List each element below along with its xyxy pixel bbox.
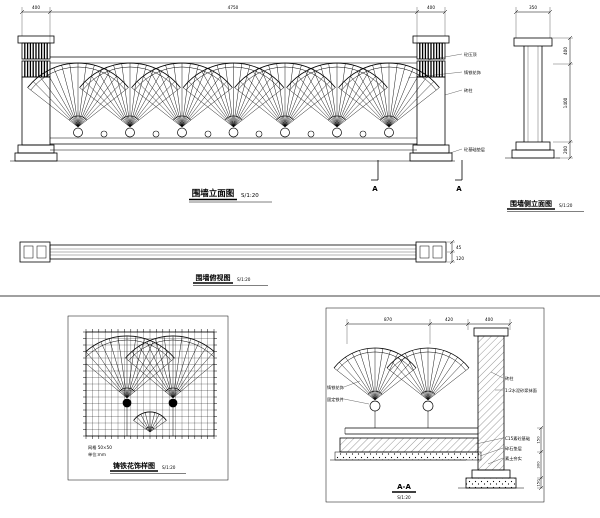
view-scale: S/1:20	[241, 193, 259, 199]
annotation-label: C15素砼基础	[505, 435, 530, 442]
dim-label: 870	[384, 317, 392, 322]
section-right-annotations: 砖柱 1:2水泥砂浆抹面 C15素砼基础 碎石垫层 素土夯实	[475, 371, 537, 465]
section-top-dimension: 870 420 400	[344, 317, 513, 344]
front-annotations: 砼压顶 铸铁花饰 砖柱 砼基础垫层	[407, 51, 485, 154]
dim-label: 400	[563, 47, 568, 55]
side-elevation-view: 350 400 1400 200 围墙侧立面图	[505, 5, 584, 212]
front-top-dimension: 400 4750 400	[19, 5, 448, 43]
dim-label: 150	[536, 479, 541, 487]
section-aa-view: 870 420 400 铸铁花饰	[325, 307, 545, 503]
section-marker-a: A	[456, 185, 462, 193]
view-title: 铸铁花饰样图	[113, 461, 155, 470]
dim-label: 120	[456, 256, 464, 261]
dim-label: 400	[427, 5, 435, 10]
dim-label: 350	[529, 5, 537, 10]
section-fans	[333, 347, 470, 428]
dim-label: 200	[563, 146, 568, 154]
section-right-dimension: 150 300 150	[536, 425, 544, 491]
annotation-label: 固定铁件	[327, 396, 344, 403]
dim-label: 400	[485, 317, 493, 322]
detail-note: 网格 50×50	[88, 444, 112, 451]
detail-fans	[86, 335, 214, 436]
dim-label: 4750	[228, 5, 239, 10]
right-pillar	[409, 35, 453, 162]
side-right-dimension: 400 1400 200	[553, 35, 573, 161]
dim-label: 420	[445, 317, 453, 322]
view-title: 围墙侧立面图	[510, 199, 552, 208]
plan-right-dimension: 45 120	[447, 239, 464, 265]
front-elevation-view: 400 4750 400	[10, 5, 485, 203]
view-scale: S/1:20	[162, 465, 176, 470]
view-scale: S/1:20	[397, 495, 411, 500]
plan-title-block: 围墙俯视图 S/1:20	[193, 273, 268, 286]
annotation-label: 碎石垫层	[505, 445, 522, 452]
dim-label: 1400	[563, 97, 568, 108]
section-column	[458, 327, 524, 489]
front-title-block: 围墙立面图 S/1:20	[189, 188, 272, 203]
annotation-label: 铸铁花饰	[464, 69, 481, 76]
view-title: 围墙俯视图	[196, 273, 231, 282]
annotation-label: 砖柱	[464, 87, 473, 94]
dim-label: 300	[536, 461, 541, 469]
section-title-block: A-A S/1:20	[392, 483, 416, 500]
section-left-annotations: 铸铁花饰 固定铁件	[327, 380, 370, 405]
detail-note: 单位:mm	[88, 451, 106, 458]
left-pillar	[14, 35, 58, 162]
annotation-label: 砼基础垫层	[464, 146, 485, 153]
dim-label: 400	[32, 5, 40, 10]
view-title: 围墙立面图	[192, 188, 235, 199]
side-column	[505, 37, 560, 159]
view-scale: S/1:20	[237, 277, 251, 282]
view-title: A-A	[397, 483, 411, 491]
detail-grid	[83, 329, 217, 439]
pattern-detail-view: 网格 50×50 单位:mm 铸铁花饰样图 S/1:20	[67, 315, 229, 481]
dim-label: 45	[456, 245, 462, 250]
annotation-label: 砼压顶	[464, 51, 477, 58]
side-title-block: 围墙侧立面图 S/1:20	[507, 199, 584, 212]
section-base	[330, 427, 482, 461]
view-scale: S/1:20	[559, 203, 573, 208]
annotation-label: 1:2水泥砂浆抹面	[505, 387, 537, 394]
dim-label: 150	[536, 436, 541, 444]
plan-view: 45 120 围墙俯视图 S/1:20	[19, 239, 464, 286]
side-top-dimension: 350	[513, 5, 553, 38]
detail-title-block: 铸铁花饰样图 S/1:20	[110, 461, 186, 474]
annotation-label: 素土夯实	[505, 455, 522, 462]
fence-rails	[10, 56, 455, 162]
annotation-label: 铸铁花饰	[327, 384, 344, 391]
section-marker-a: A	[372, 185, 378, 193]
annotation-label: 砖柱	[505, 375, 514, 382]
fan-ornaments	[27, 62, 440, 138]
section-cut-markers: A A	[371, 160, 463, 193]
